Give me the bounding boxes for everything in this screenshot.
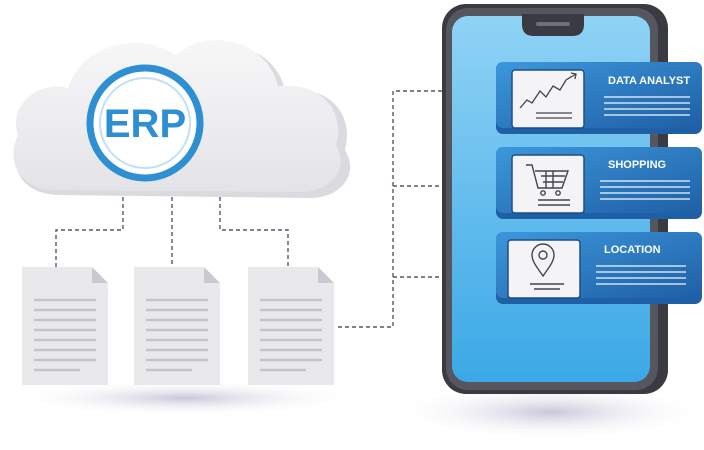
phone-shadow	[390, 384, 704, 440]
line-chart-icon	[519, 72, 577, 119]
location-pin-icon	[530, 243, 564, 290]
document-2	[134, 267, 220, 385]
card-label: LOCATION	[604, 244, 661, 256]
card-shopping[interactable]: SHOPPING	[496, 147, 702, 219]
card-label: SHOPPING	[608, 159, 666, 171]
shopping-cart-icon	[526, 164, 570, 206]
cloud-document-connectors	[55, 197, 289, 270]
card-location[interactable]: LOCATION	[496, 232, 702, 304]
erp-badge-ring	[86, 64, 204, 182]
document-3	[248, 267, 334, 385]
documents-shadow	[10, 380, 360, 416]
card-data-analyst[interactable]: DATA ANALYST	[496, 62, 702, 134]
card-label: DATA ANALYST	[608, 75, 690, 87]
erp-label: ERP	[104, 102, 186, 146]
document-phone-connectors	[338, 90, 460, 328]
erp-cloud: ERP	[13, 39, 351, 198]
document-1	[22, 267, 108, 385]
